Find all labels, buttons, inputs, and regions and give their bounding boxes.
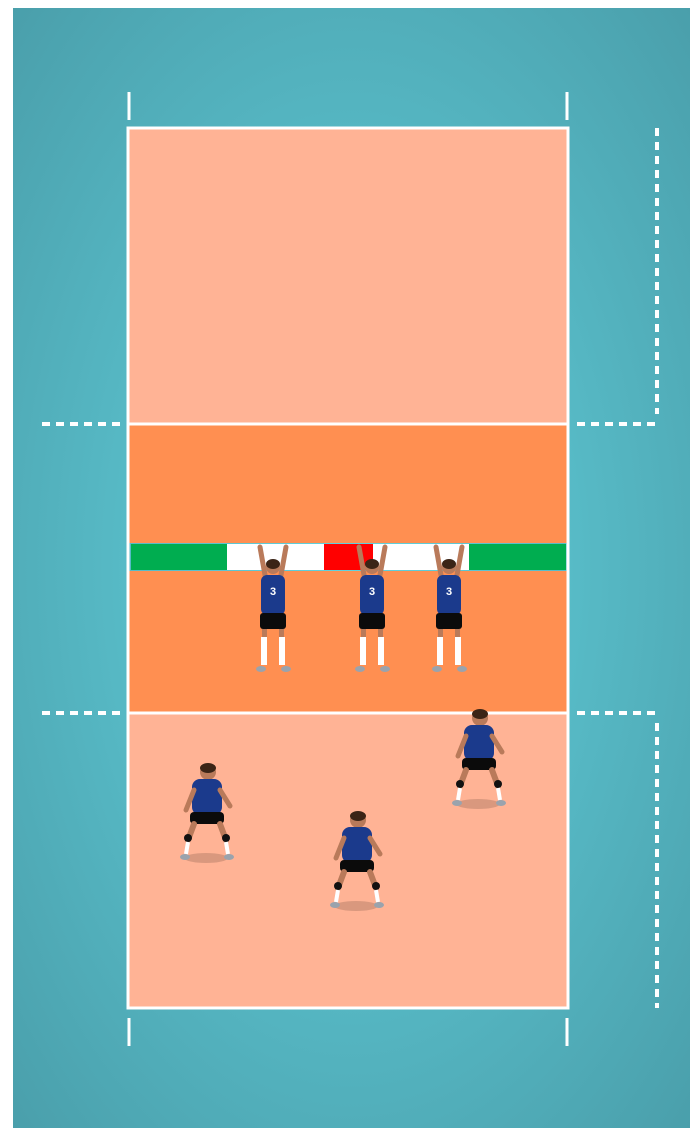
left-kneepad xyxy=(456,780,464,788)
left-kneepad xyxy=(334,882,342,890)
shorts xyxy=(260,613,286,629)
hair xyxy=(472,709,488,719)
left-sock xyxy=(336,890,338,902)
hair xyxy=(200,763,216,773)
jersey xyxy=(464,725,494,761)
right-shoe xyxy=(496,800,506,806)
left-shoe xyxy=(180,854,190,860)
right-shoe xyxy=(374,902,384,908)
shadow xyxy=(334,901,378,911)
hair xyxy=(365,559,379,569)
right-kneepad xyxy=(222,834,230,842)
right-sock xyxy=(455,637,461,665)
left-shoe xyxy=(355,666,365,672)
right-sock xyxy=(498,788,500,800)
right-shoe xyxy=(224,854,234,860)
left-shoe xyxy=(432,666,442,672)
right-shoe xyxy=(457,666,467,672)
jersey-number: 3 xyxy=(270,586,276,598)
net-left-antenna-green xyxy=(131,544,227,570)
far-front-zone xyxy=(129,425,567,543)
left-shoe xyxy=(330,902,340,908)
right-shoe xyxy=(281,666,291,672)
net xyxy=(131,544,566,570)
left-shoe xyxy=(452,800,462,806)
hair xyxy=(266,559,280,569)
right-kneepad xyxy=(372,882,380,890)
shadow xyxy=(456,799,500,809)
shorts xyxy=(436,613,462,629)
far-back-court xyxy=(129,129,567,423)
jersey-number: 3 xyxy=(446,586,452,598)
net-right-antenna-green xyxy=(469,544,566,570)
shadow xyxy=(184,853,228,863)
left-sock xyxy=(458,788,460,800)
jersey xyxy=(192,779,222,815)
hair xyxy=(350,811,366,821)
near-front-zone xyxy=(129,571,567,712)
left-kneepad xyxy=(184,834,192,842)
hair xyxy=(442,559,456,569)
left-sock xyxy=(437,637,443,665)
right-kneepad xyxy=(494,780,502,788)
right-sock xyxy=(376,890,378,902)
left-sock xyxy=(360,637,366,665)
right-sock xyxy=(378,637,384,665)
shorts xyxy=(359,613,385,629)
right-shoe xyxy=(380,666,390,672)
right-sock xyxy=(279,637,285,665)
jersey xyxy=(342,827,372,863)
left-sock xyxy=(261,637,267,665)
left-shoe xyxy=(256,666,266,672)
left-sock xyxy=(186,842,188,854)
right-sock xyxy=(226,842,228,854)
jersey-number: 3 xyxy=(369,586,375,598)
